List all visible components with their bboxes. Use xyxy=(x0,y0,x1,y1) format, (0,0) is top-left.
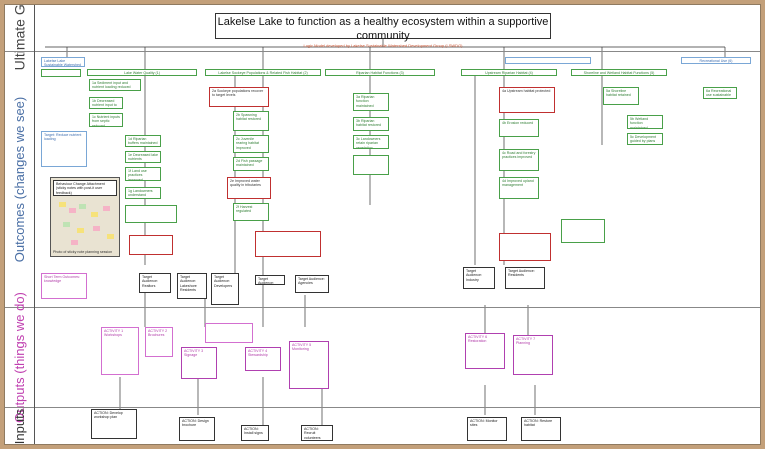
audience-box: Target Audience: Industry xyxy=(463,267,495,289)
sticky-note xyxy=(91,212,98,217)
outcome-box xyxy=(353,155,389,175)
audience-box: Target Audience: Landowners xyxy=(255,275,285,285)
side-note-green xyxy=(41,69,81,77)
band-outputs: Outputs (things we do) xyxy=(5,292,35,422)
outcome-box: 2f Harvest regulated xyxy=(233,203,269,221)
side-note-top: Lakelse Lake Sustainable Watershed xyxy=(41,57,85,67)
outcome-box xyxy=(125,205,177,223)
column-header-riparian: Riparian Habitat Functions (3) xyxy=(325,69,435,76)
outcome-box: 1b Decreased nutrient input to lake xyxy=(89,97,123,109)
key-outcome-box: 2e Improved water quality in tributaries xyxy=(227,177,271,199)
band-divider xyxy=(5,407,760,408)
sticky-note xyxy=(71,240,78,245)
outcome-box: 5a Shoreline habitat retained xyxy=(603,87,639,105)
sticky-note xyxy=(93,226,100,231)
outcome-box: 1c Nutrient inputs from septic reduced xyxy=(89,113,123,127)
action-box: ACTION: Restore habitat xyxy=(521,417,561,441)
activity-box: ACTIVITY 1 Workshops xyxy=(101,327,139,375)
outcome-box: 1f Land use practices improved xyxy=(125,167,161,181)
column-header-sockeye: Lakelse Sockeye Populations & Related Fi… xyxy=(205,69,321,76)
behavior-note: Behaviour Change Attachment (sticky note… xyxy=(53,180,117,196)
ultimate-goal-box: Lakelse Lake to function as a healthy ec… xyxy=(215,13,551,48)
outcome-box: 2d Fish passage maintained xyxy=(233,157,269,171)
outcome-box: 5c Development guided by plans xyxy=(627,133,663,145)
outcome-box: 4c Road and forestry practices improved xyxy=(499,149,539,171)
sticky-note xyxy=(77,228,84,233)
activity-box: ACTIVITY 4 Stewardship xyxy=(245,347,281,371)
action-box: ACTION: Install signs xyxy=(241,425,269,441)
band-ultimate-goal: Ultimate Goal xyxy=(5,5,35,70)
audience-box: Target Audience: Realtors xyxy=(139,273,171,293)
outcome-box: 6a Recreational use sustainable xyxy=(703,87,737,99)
band-outcomes: Outcomes (changes we see) xyxy=(5,51,35,307)
side-note-mid: Target: Reduce nutrient loading xyxy=(41,131,87,167)
sticky-note xyxy=(69,208,76,213)
photo-caption: Photo of sticky note planning session xyxy=(53,250,113,254)
outcome-box: 2b Spawning habitat restored xyxy=(233,111,269,131)
band-divider xyxy=(5,307,760,308)
activity-box: ACTIVITY 6 Restoration xyxy=(465,333,505,369)
band-divider xyxy=(5,51,760,52)
activity-box: ACTIVITY 3 Signage xyxy=(181,347,217,379)
key-outcome-box xyxy=(499,233,551,261)
key-outcome-box xyxy=(255,231,321,257)
outcome-box: 1g Landowners understand nutrient issues xyxy=(125,187,161,199)
sticky-note xyxy=(103,206,110,211)
action-box: ACTION: Design brochure xyxy=(179,417,215,441)
header-note-blue xyxy=(505,57,591,64)
sticky-note-photo: Behaviour Change Attachment (sticky note… xyxy=(50,177,120,257)
outcome-box xyxy=(561,219,605,243)
audience-box: Target Audience: Developers xyxy=(211,273,239,305)
outcome-box: 4b Erosion reduced xyxy=(499,119,539,137)
activity-box: ACTIVITY 5 Monitoring xyxy=(289,341,329,389)
column-header-upstream: Upstream Riparian Habitat (4) xyxy=(461,69,557,76)
action-box: ACTION: Develop workshop plan xyxy=(91,409,137,439)
goal-title: Lakelse Lake to function as a healthy ec… xyxy=(217,16,549,42)
band-inputs: Inputs xyxy=(5,407,35,444)
activity-box: ACTIVITY 2 Brochures xyxy=(145,327,173,357)
sticky-note xyxy=(59,202,66,207)
outcome-box: 1e Decreased lake nutrients xyxy=(125,151,161,163)
audience-box: Target Audience: Agencies xyxy=(295,275,329,293)
key-outcome-box xyxy=(129,235,173,255)
action-box: ACTION: Monitor sites xyxy=(467,417,507,441)
audience-box: Target Audience: Lakeshore Residents xyxy=(177,273,207,299)
sticky-note xyxy=(107,234,114,239)
outcome-box: 3b Riparian habitat restored xyxy=(353,117,389,131)
side-note-low: Short Term Outcomes: knowledge xyxy=(41,273,87,299)
outcome-box: 1d Riparian buffers maintained xyxy=(125,135,161,147)
column-header-shoreline: Shoreline and Wetland Habitat Functions … xyxy=(571,69,667,76)
outcome-box: 5b Wetland function maintained xyxy=(627,115,663,129)
audience-box: Target Audience: Residents xyxy=(505,267,545,289)
column-header-lake-water-quality: Lake Water Quality (1) xyxy=(87,69,197,76)
logic-model-diagram: Ultimate Goal Outcomes (changes we see) … xyxy=(4,4,761,445)
action-box: ACTION: Recruit volunteers xyxy=(301,425,333,441)
key-outcome-box: 4a Upstream habitat protected xyxy=(499,87,555,113)
outcome-box: 3c Landowners retain riparian vegetation xyxy=(353,135,389,149)
sticky-note xyxy=(79,204,86,209)
outcome-box: 4d Improved upland management xyxy=(499,177,539,199)
activity-box: ACTIVITY 7 Planning xyxy=(513,335,553,375)
column-header-recreation: Recreational Use (6) xyxy=(681,57,751,64)
key-outcome-box: 2a Sockeye populations recover to target… xyxy=(209,87,269,107)
outcome-box: 1a Sediment input and nutrient loading r… xyxy=(89,79,141,91)
goal-subtitle: Logic Model developed by Lakelse Sustain… xyxy=(303,43,463,48)
activity-box xyxy=(205,323,253,343)
outcome-box: 3a Riparian function maintained xyxy=(353,93,389,111)
sticky-note xyxy=(63,222,70,227)
outcome-box: 2c Juvenile rearing habitat improved xyxy=(233,135,269,153)
